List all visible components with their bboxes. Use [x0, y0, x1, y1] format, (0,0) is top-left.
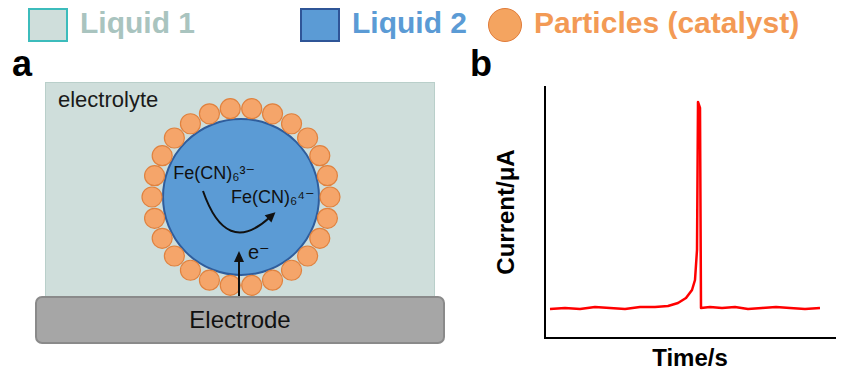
panel-letter: b	[470, 42, 492, 85]
catalyst-particle	[310, 146, 330, 166]
catalyst-particle	[298, 246, 318, 266]
catalyst-particle	[320, 187, 340, 207]
liquid-droplet	[163, 119, 319, 275]
legend-label-slot: Liquid 1	[80, 5, 195, 41]
catalyst-particle	[142, 187, 162, 207]
region-label: electrolyte	[58, 87, 158, 113]
catalyst-particle	[164, 246, 184, 266]
catalyst-particle	[180, 260, 200, 280]
catalyst-particle	[145, 166, 165, 186]
catalyst-particle	[242, 99, 262, 119]
species-label: Fe(CN)₆⁴⁻	[231, 187, 315, 209]
legend-swatch	[488, 8, 522, 42]
electrode-bar: Electrode	[35, 296, 445, 344]
redox-arrowhead	[265, 212, 276, 222]
catalyst-particle	[152, 228, 172, 248]
electrode-label: Electrode	[189, 306, 290, 335]
electrolyte-region: electrolyteFe(CN)₆³⁻Fe(CN)₆⁴⁻	[45, 82, 435, 302]
catalyst-particle	[180, 114, 200, 134]
legend-label-slot: Particles (catalyst)	[534, 5, 799, 41]
panel-letter-slot: b	[470, 42, 492, 85]
catalyst-particle	[317, 166, 337, 186]
catalyst-particle	[282, 260, 302, 280]
droplet: Fe(CN)₆³⁻Fe(CN)₆⁴⁻	[141, 97, 341, 297]
catalyst-particle	[164, 128, 184, 148]
legend-label-slot: Liquid 2	[352, 5, 467, 41]
catalyst-particle	[145, 208, 165, 228]
axis-title: Current/μA	[492, 149, 521, 274]
electron-label: e⁻	[248, 240, 270, 264]
catalyst-particle	[220, 275, 240, 295]
catalyst-particle	[199, 104, 219, 124]
species-label-slot: Fe(CN)₆³⁻	[173, 163, 255, 185]
catalyst-particle	[152, 146, 172, 166]
catalyst-particle	[310, 228, 330, 248]
catalyst-particle	[263, 270, 283, 290]
catalyst-particle	[298, 128, 318, 148]
species-label-slot: Fe(CN)₆⁴⁻	[231, 187, 315, 209]
electron-arrow	[238, 260, 240, 297]
legend-label: Liquid 2	[352, 5, 467, 41]
catalyst-particle	[220, 99, 240, 119]
electron-arrowhead	[234, 251, 244, 262]
legend-label: Liquid 1	[80, 5, 195, 41]
axis-title-slot: Current/μA	[492, 149, 521, 274]
electrode-label-slot: Electrode	[189, 306, 290, 335]
legend-label: Particles (catalyst)	[534, 5, 799, 41]
region-label-slot: electrolyte	[58, 87, 158, 113]
catalyst-particle	[317, 208, 337, 228]
axis-title: Time/s	[652, 344, 728, 373]
species-label: Fe(CN)₆³⁻	[173, 163, 255, 185]
catalyst-particle	[263, 104, 283, 124]
y-axis	[544, 86, 546, 339]
legend-swatch	[28, 8, 68, 42]
panel-letter: a	[12, 42, 32, 85]
catalyst-particle	[282, 114, 302, 134]
legend-swatch	[300, 8, 340, 42]
x-axis	[544, 337, 836, 339]
panel-letter-slot: a	[12, 42, 32, 85]
electron-label-slot: e⁻	[248, 240, 270, 264]
current-trace	[550, 102, 820, 309]
axis-title-slot: Time/s	[652, 344, 728, 373]
catalyst-particle	[199, 270, 219, 290]
catalyst-particle	[242, 275, 262, 295]
